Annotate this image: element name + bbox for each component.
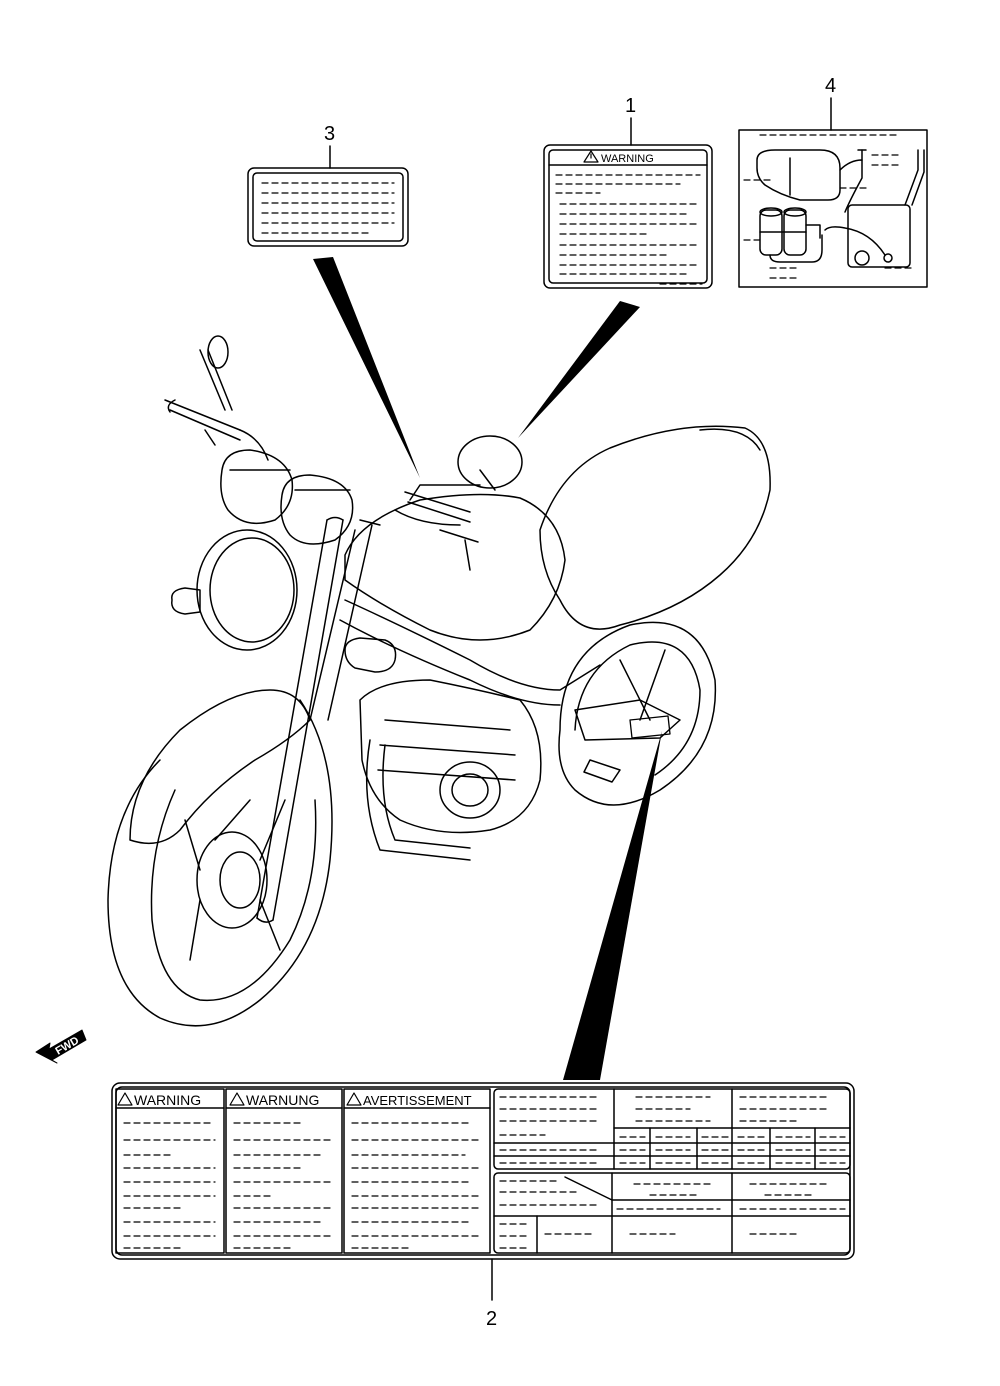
callout-number-4: 4: [825, 75, 836, 97]
pointer-wedge-1: [518, 301, 640, 438]
callout-number-3: 3: [324, 123, 335, 145]
warning-triangle-icon: [117, 1092, 362, 1106]
label-2-warning-header-fr: AVERTISSEMENT: [363, 1093, 472, 1108]
label-2-warning-header-de: WARNUNG: [246, 1092, 319, 1108]
warning-triangle-icon: [583, 150, 599, 163]
label-2[interactable]: [111, 1082, 855, 1260]
callout-number-2: 2: [486, 1308, 497, 1330]
fwd-arrow-icon: [35, 1029, 87, 1064]
label-1-warning-header: WARNING: [601, 153, 654, 165]
swingarm-label: [629, 715, 671, 739]
pointer-wedge-2: [563, 731, 662, 1080]
motorcycle-illustration: [107, 335, 771, 1027]
label-4[interactable]: [738, 129, 928, 288]
fwd-arrow-label: FWD: [53, 1035, 81, 1058]
callout-number-1: 1: [625, 95, 636, 117]
label-2-warning-header-en: WARNING: [134, 1092, 201, 1108]
label-3[interactable]: [247, 167, 409, 247]
label-1[interactable]: [543, 144, 713, 289]
pointer-wedge-3: [313, 257, 420, 478]
